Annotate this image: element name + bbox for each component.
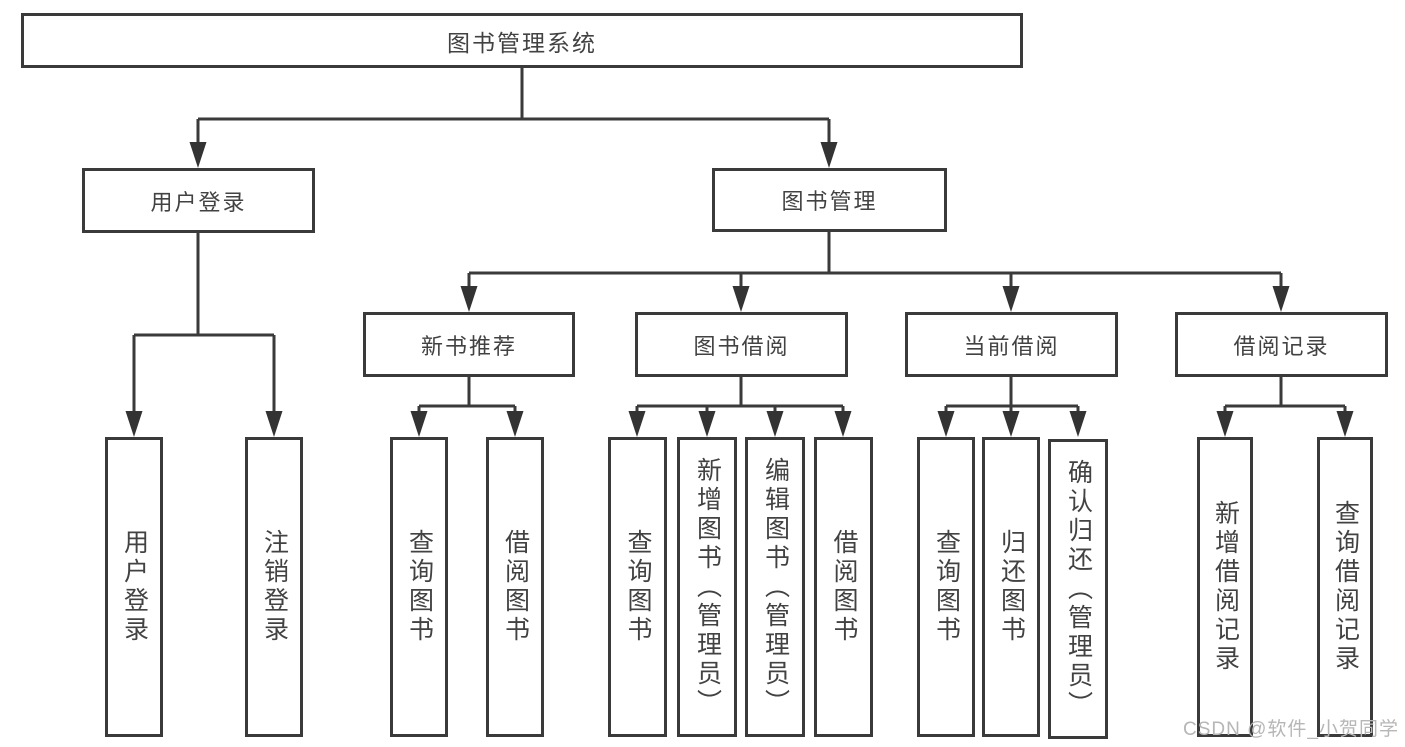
arrowhead [1069,411,1087,437]
arrowhead [628,411,646,437]
node-add-borrow-record: 新增借阅记录 [1197,437,1253,737]
arrowhead [1272,286,1290,312]
arrowhead [1336,411,1354,437]
node-logout: 注销登录 [245,437,303,737]
arrowhead [125,411,143,437]
node-confirm-return-admin: 确认归还（管理员） [1048,439,1108,739]
arrowhead [189,142,207,168]
arrowhead [1216,411,1234,437]
node-new-book-recommend: 新书推荐 [363,312,575,377]
node-book-management: 图书管理 [712,168,947,232]
arrowhead [410,411,428,437]
node-edit-book-admin: 编辑图书（管理员） [745,437,805,737]
node-query-books: 查询图书 [608,437,667,737]
arrowhead [937,411,955,437]
connector-user-login [132,233,276,415]
arrowhead [265,411,283,437]
node-query-books: 查询图书 [917,437,975,737]
node-return-books: 归还图书 [982,437,1040,737]
arrowhead [460,286,478,312]
csdn-watermark: CSDN @软件_小贺同学 [1183,719,1399,740]
node-user-login: 用户登录 [82,168,315,233]
connector-book-borrowing [635,377,845,415]
connector-new-book-recommend [417,377,517,415]
arrowhead [820,142,838,168]
node-user-login-leaf: 用户登录 [105,437,163,737]
arrowhead [506,411,524,437]
node-book-borrowing: 图书借阅 [635,312,848,377]
arrowhead [766,411,784,437]
node-library-management-system: 图书管理系统 [21,13,1023,68]
node-add-book-admin: 新增图书（管理员） [677,437,737,737]
node-query-books: 查询图书 [390,437,448,737]
connector-current-borrowing [944,377,1080,415]
node-borrow-books: 借阅图书 [814,437,873,737]
arrowhead [698,411,716,437]
node-query-borrow-record: 查询借阅记录 [1317,437,1373,737]
connector-root [196,68,831,146]
connector-book-management [467,232,1283,290]
arrowhead [732,286,750,312]
node-borrow-books: 借阅图书 [486,437,544,737]
arrowhead [1002,286,1020,312]
arrowhead [1002,411,1020,437]
node-borrowing-records: 借阅记录 [1175,312,1388,377]
node-current-borrowing: 当前借阅 [905,312,1118,377]
arrowhead [834,411,852,437]
connector-borrowing-records [1223,377,1347,415]
